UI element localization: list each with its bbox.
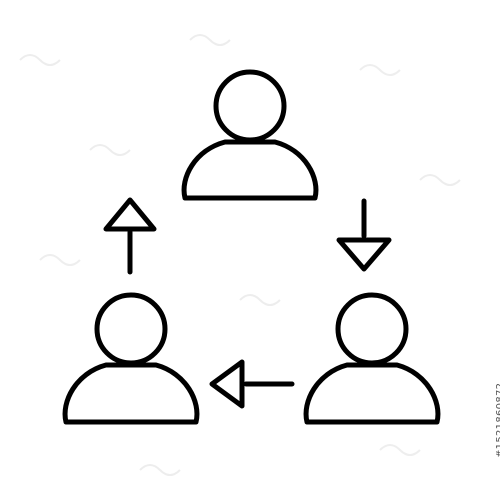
arrow-left-icon [209, 359, 295, 409]
left-person-icon [62, 292, 200, 425]
top-person-head [213, 69, 287, 143]
left-person-head [94, 292, 168, 366]
left-person-body [62, 362, 200, 425]
right-person-head [335, 292, 409, 366]
top-person-body [181, 139, 319, 201]
top-person-icon [181, 69, 319, 201]
right-person-body [303, 362, 441, 425]
arrow-down-icon [336, 198, 392, 272]
right-person-icon [303, 292, 441, 425]
arrow-up-icon [103, 197, 157, 275]
